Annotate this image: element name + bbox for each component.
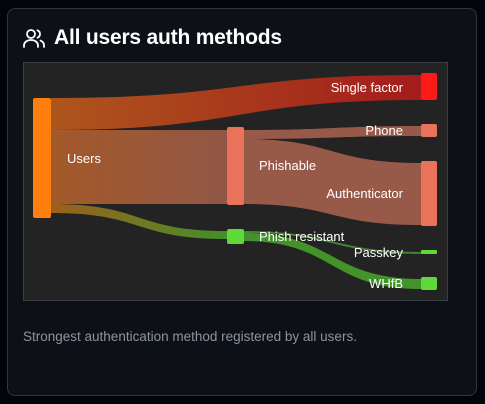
- node-users: [33, 98, 51, 218]
- node-single-factor: [421, 73, 437, 100]
- link-phish-resistant-passkey: [244, 231, 421, 254]
- link-phishable-authenticator: [244, 139, 421, 225]
- card-header: All users auth methods: [22, 26, 282, 50]
- node-label-phishable: Phishable: [259, 158, 316, 173]
- sankey-chart: Users Single factor Phone Phishable Auth…: [23, 62, 448, 301]
- node-phish-resistant: [227, 229, 244, 244]
- node-label-passkey: Passkey: [354, 245, 404, 260]
- node-label-phone: Phone: [365, 123, 403, 138]
- node-phone: [421, 124, 437, 137]
- users-icon: [22, 26, 46, 50]
- link-phishable-phone: [244, 126, 421, 139]
- node-label-users: Users: [67, 151, 101, 166]
- node-label-whfb: WHfB: [369, 276, 403, 291]
- card-footnote: Strongest authentication method register…: [23, 329, 357, 344]
- node-whfb: [421, 277, 437, 290]
- node-authenticator: [421, 161, 437, 226]
- card-title: All users auth methods: [54, 26, 282, 49]
- link-users-phish-resistant: [51, 204, 227, 239]
- link-phish-resistant-whfb: [244, 233, 421, 289]
- node-passkey: [421, 250, 437, 254]
- link-users-single-factor: [51, 75, 421, 130]
- node-label-authenticator: Authenticator: [326, 186, 403, 201]
- node-phishable: [227, 127, 244, 205]
- link-users-phishable: [51, 130, 227, 204]
- node-label-single-factor: Single factor: [331, 80, 404, 95]
- node-label-phish-resistant: Phish resistant: [259, 229, 345, 244]
